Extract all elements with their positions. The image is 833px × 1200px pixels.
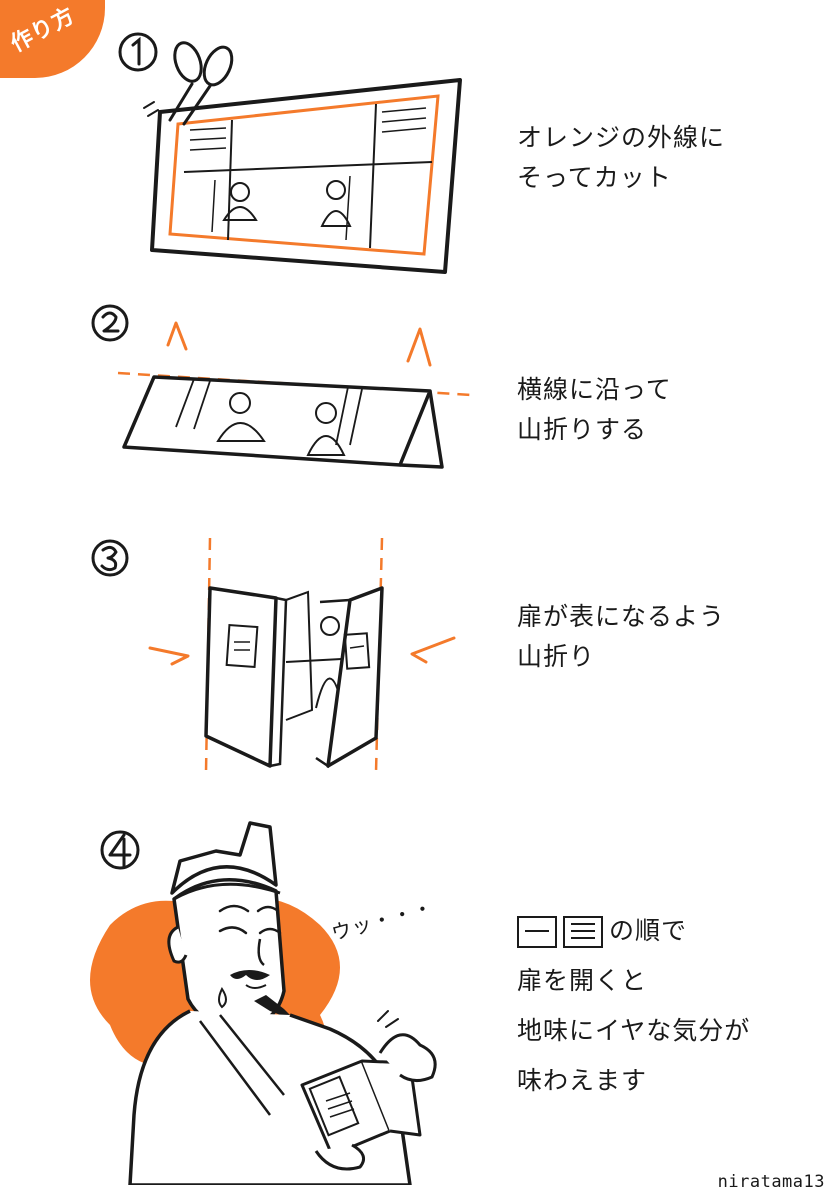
seated-figure-icon [306,402,346,456]
step-4-line-4: 味わえます [517,1066,648,1095]
seated-figure-icon [320,180,352,227]
circled-number-1-icon [118,32,158,72]
step-3-instructions: 扉が表になるよう 山折り [517,597,725,677]
box-three-icon [563,916,603,948]
step-2-line-1: 横線に沿って [517,375,672,404]
step-3-line-2: 山折り [517,642,596,671]
box-one-icon [517,916,557,948]
step-4-line-2: 扉を開くと [517,966,648,995]
step-2-instructions: 横線に沿って 山折りする [517,370,672,450]
step-1-illustration [118,32,462,274]
step-4-line-3: 地味にイヤな気分が [517,1016,751,1045]
step-4-instructions: の順で 扉を開くと 地味にイヤな気分が 味わえます [517,906,750,1106]
seated-figure-icon [216,392,266,442]
step-2-line-2: 山折りする [517,415,648,444]
step-4-line-1-suffix: の順で [609,916,688,945]
scissors-icon [168,41,234,126]
step-4-illustration [90,821,437,1185]
step-4-line-1: の順で [517,906,750,956]
circled-number-2-icon [91,304,129,342]
step-1-line-2: そってカット [517,163,672,192]
step-1-line-1: オレンジの外線に [517,123,726,152]
artist-watermark: niratama13 [717,1172,825,1192]
step-1-instructions: オレンジの外線に そってカット [517,118,725,198]
step-2-illustration [91,304,473,469]
step-3-line-1: 扉が表になるよう [517,602,726,631]
step-3-illustration [91,537,456,773]
seated-figure-icon [222,182,258,221]
circled-number-3-icon [91,539,129,577]
circled-number-4-icon [100,830,140,870]
